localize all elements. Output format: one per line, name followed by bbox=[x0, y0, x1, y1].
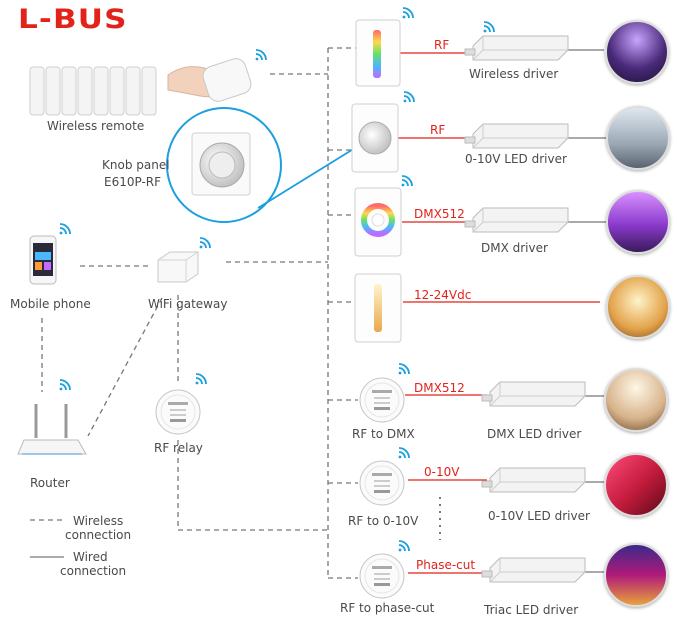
panel-dimmer bbox=[354, 273, 402, 343]
scene-photo-lounge bbox=[604, 368, 668, 432]
label-mobile-phone: Mobile phone bbox=[10, 297, 91, 311]
label-rf-to-010v: RF to 0-10V bbox=[348, 514, 419, 528]
signal-dmx512-2: DMX512 bbox=[414, 381, 465, 395]
scene-photo-hall bbox=[606, 275, 670, 339]
panel-rgb bbox=[355, 7, 414, 87]
label-triac-led-driver: Triac LED driver bbox=[484, 603, 579, 617]
signal-12-24vdc: 12-24Vdc bbox=[414, 288, 472, 302]
label-rf-to-phasecut: RF to phase-cut bbox=[340, 601, 435, 615]
legend-wireless-line1: Wireless bbox=[73, 514, 124, 528]
module-rf-dmx bbox=[359, 363, 410, 423]
label-wireless-remote: Wireless remote bbox=[47, 119, 145, 133]
brand-logo: L-BUS bbox=[18, 4, 128, 35]
scene-photo-club bbox=[604, 543, 668, 607]
label-010v-led-driver-2: 0-10V LED driver bbox=[488, 509, 590, 523]
module-rf-relay bbox=[155, 373, 207, 435]
label-rf-to-dmx: RF to DMX bbox=[352, 427, 415, 441]
panel-color-wheel bbox=[354, 175, 413, 257]
scene-photo-bedroom bbox=[606, 190, 670, 254]
signal-phase-cut: Phase-cut bbox=[416, 558, 476, 572]
label-router: Router bbox=[30, 476, 70, 490]
module-rf-phasecut bbox=[359, 540, 410, 599]
scene-photo-bar bbox=[604, 453, 668, 517]
remote-cluster bbox=[29, 49, 267, 116]
wifi-gateway-device bbox=[157, 237, 211, 283]
label-knob-panel: Knob panel bbox=[102, 158, 170, 172]
label-wireless-driver: Wireless driver bbox=[469, 67, 559, 81]
signal-010v: 0-10V bbox=[424, 465, 460, 479]
legend-wired-line2: connection bbox=[60, 564, 127, 578]
scene-photo-cinema bbox=[605, 20, 669, 84]
signal-dmx512-1: DMX512 bbox=[414, 207, 465, 221]
mobile-phone-device bbox=[29, 223, 71, 285]
label-dmx-led-driver: DMX LED driver bbox=[487, 427, 582, 441]
label-wifi-gateway: WiFi gateway bbox=[148, 297, 228, 311]
label-knob-model: E610P-RF bbox=[104, 175, 162, 189]
knob-panel-zoom bbox=[166, 107, 356, 223]
signal-rf-2: RF bbox=[430, 123, 446, 137]
label-rf-relay: RF relay bbox=[154, 441, 203, 455]
signal-rf-1: RF bbox=[434, 38, 450, 52]
label-010v-led-driver: 0-10V LED driver bbox=[465, 152, 567, 166]
module-rf-010v bbox=[359, 447, 410, 506]
scene-photo-living-room bbox=[606, 106, 670, 170]
router-device bbox=[17, 379, 87, 455]
legend-wired-line1: Wired bbox=[73, 550, 108, 564]
label-dmx-driver: DMX driver bbox=[481, 241, 548, 255]
legend-wireless-line2: connection bbox=[65, 528, 132, 542]
panel-knob bbox=[351, 91, 415, 173]
